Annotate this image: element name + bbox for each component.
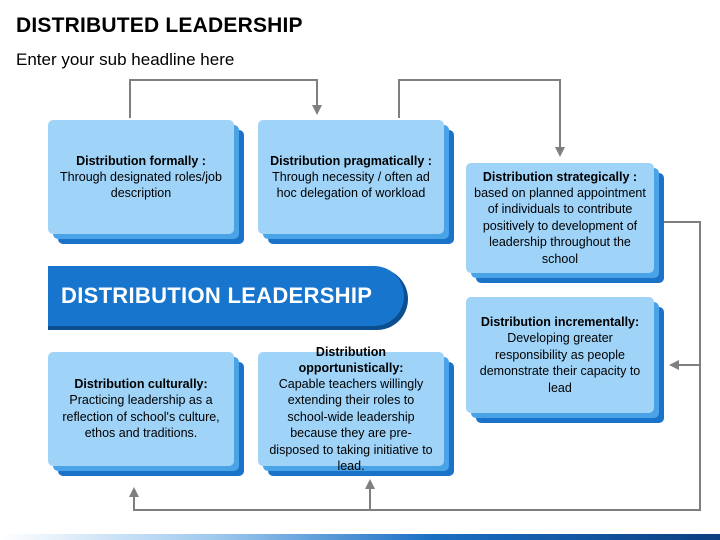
card-heading: Distribution opportunistically: [298, 344, 404, 375]
card-distribution-incrementally: Distribution incrementally: Developing g… [466, 297, 664, 423]
card-body: Practicing leadership as a reflection of… [62, 393, 220, 441]
card-heading: Distribution strategically : [482, 169, 638, 184]
card-body: based on planned appointment of individu… [474, 185, 646, 266]
card-distribution-formally: Distribution formally : Through designat… [48, 120, 244, 244]
distribution-leadership-banner: DISTRIBUTION LEADERSHIP [48, 266, 410, 330]
card-heading: Distribution incrementally: [480, 315, 640, 329]
card-heading: Distribution pragmatically : [270, 153, 432, 168]
card-heading: Distribution formally : [76, 153, 206, 168]
page-subtitle: Enter your sub headline here [16, 50, 235, 69]
arrow-formally-to-pragmatically [129, 79, 322, 118]
arrow-strategically-to-incrementally [659, 221, 701, 370]
banner-label: DISTRIBUTION LEADERSHIP [61, 283, 373, 308]
footer-gradient-strip [0, 534, 720, 540]
arrow-incrementally-to-bottom [129, 365, 701, 511]
card-distribution-culturally: Distribution culturally: Practicing lead… [48, 352, 244, 476]
card-body: Capable teachers willingly extending the… [269, 376, 433, 474]
page-title: DISTRIBUTED LEADERSHIP [16, 14, 303, 37]
card-body: Developing greater responsibility as peo… [479, 331, 641, 395]
card-distribution-opportunistically: Distribution opportunistically: Capable … [258, 345, 454, 476]
card-heading: Distribution culturally: [74, 377, 208, 392]
card-distribution-strategically: Distribution strategically : based on pl… [466, 163, 664, 283]
arrow-pragmatically-to-strategically [398, 79, 565, 157]
card-body: Through designated roles/job description [60, 169, 222, 201]
card-body: Through necessity / often ad hoc delegat… [272, 169, 430, 201]
card-distribution-pragmatically: Distribution pragmatically : Through nec… [258, 120, 454, 244]
